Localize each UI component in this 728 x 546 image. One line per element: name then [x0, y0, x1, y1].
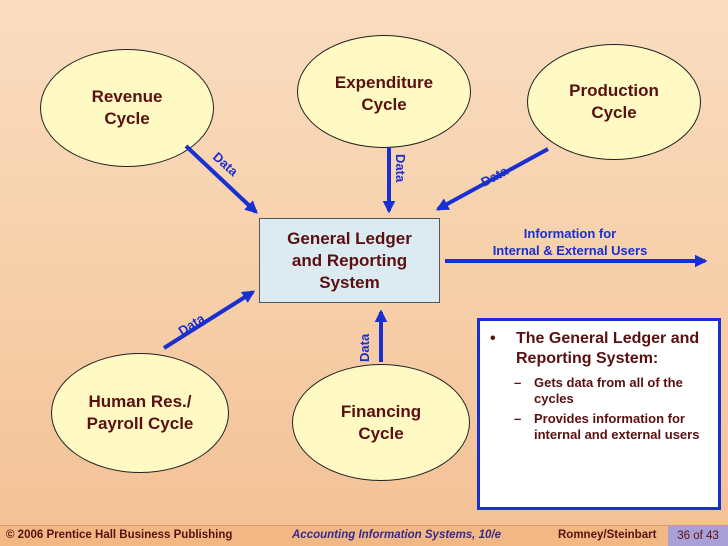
bullet-icon: •	[490, 330, 496, 347]
general-ledger-box: General Ledger and Reporting System	[259, 218, 440, 303]
information-output-label: Information for Internal & External User…	[465, 225, 675, 259]
general-ledger-label: General Ledger and Reporting System	[287, 228, 412, 292]
hr-payroll-cycle-oval: Human Res./ Payroll Cycle	[51, 353, 229, 473]
production-cycle-label: Production Cycle	[569, 81, 659, 122]
hr-data-arrow	[162, 290, 256, 350]
summary-sub-point: – Provides information for internal and …	[514, 411, 710, 443]
summary-sub-text: Gets data from all of the cycles	[534, 375, 683, 406]
revenue-cycle-oval: Revenue Cycle	[40, 49, 214, 167]
summary-box: • The General Ledger and Reporting Syste…	[477, 318, 721, 510]
footer-copyright: © 2006 Prentice Hall Business Publishing	[6, 529, 233, 541]
expenditure-data-label: Data	[393, 154, 408, 183]
expenditure-cycle-label: Expenditure Cycle	[334, 73, 434, 114]
production-data-label: Data	[478, 163, 511, 190]
expenditure-cycle-oval: Expenditure Cycle	[297, 35, 471, 148]
dash-icon: –	[514, 411, 522, 426]
footer-page-number: 36 of 43	[668, 526, 728, 546]
financing-data-label: Data	[357, 333, 372, 362]
information-line-2: Internal & External Users	[492, 243, 648, 258]
footer-book-title: Accounting Information Systems, 10/e	[292, 529, 501, 541]
summary-main-text: The General Ledger and Reporting System:	[516, 330, 700, 367]
summary-main-point: • The General Ledger and Reporting Syste…	[488, 329, 710, 369]
summary-sub-points: – Gets data from all of the cycles – Pro…	[488, 375, 710, 443]
hr-data-label: Data	[175, 310, 207, 338]
financing-cycle-oval: Financing Cycle	[292, 364, 470, 481]
revenue-cycle-label: Revenue Cycle	[91, 87, 163, 128]
production-cycle-oval: Production Cycle	[527, 44, 701, 160]
summary-sub-text: Provides information for internal and ex…	[534, 411, 700, 442]
footer-bar: © 2006 Prentice Hall Business Publishing…	[0, 525, 728, 546]
production-data-arrow	[435, 147, 549, 211]
hr-payroll-cycle-label: Human Res./ Payroll Cycle	[86, 392, 194, 433]
dash-icon: –	[514, 375, 522, 390]
footer-authors: Romney/Steinbart	[558, 529, 657, 541]
information-line-1: Information for	[523, 226, 617, 241]
financing-cycle-label: Financing Cycle	[340, 401, 422, 443]
summary-sub-point: – Gets data from all of the cycles	[514, 375, 710, 407]
revenue-data-arrow	[184, 144, 258, 214]
